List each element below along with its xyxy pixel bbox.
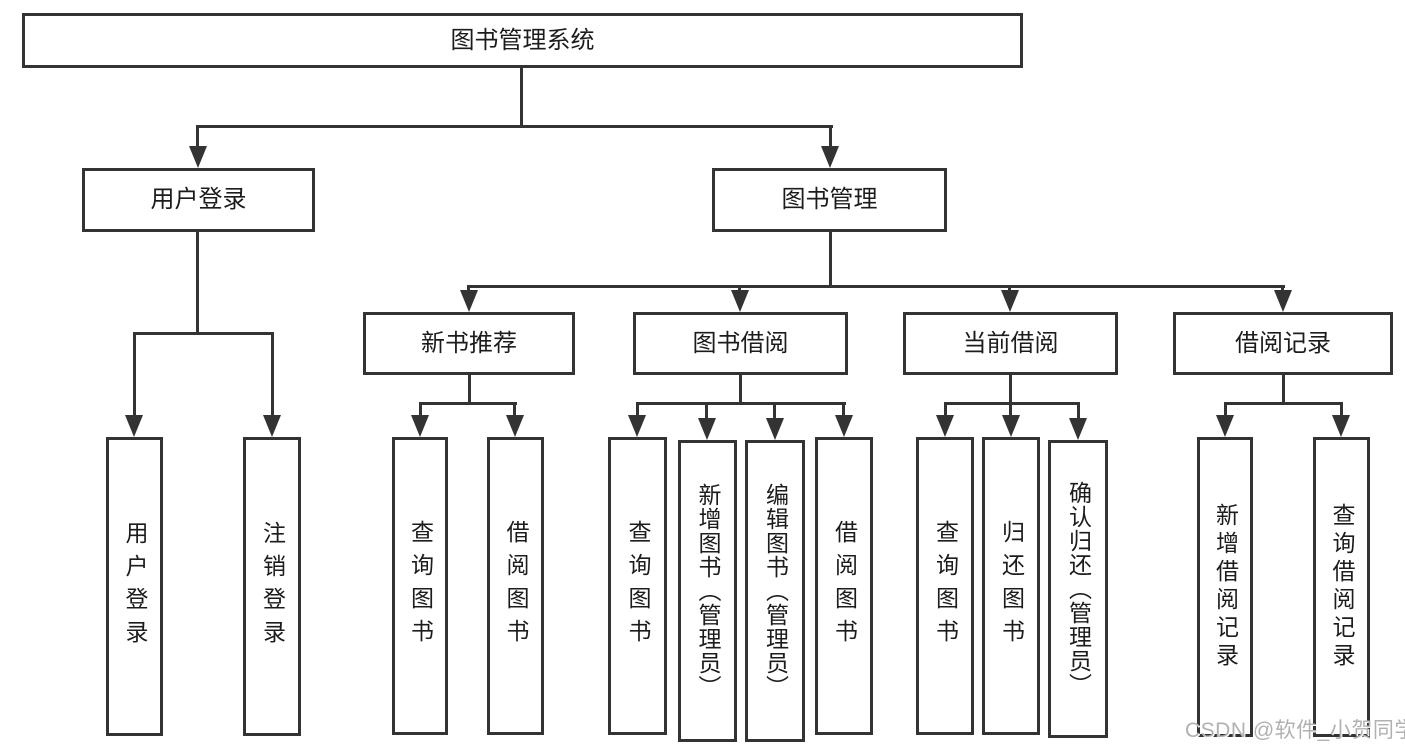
node-borrow-records: 借阅记录 — [1173, 312, 1393, 375]
connector-line — [842, 402, 845, 418]
node-leaf-query-book-1: 查询图书 — [392, 437, 448, 735]
arrowhead-down-icon — [125, 415, 143, 437]
arrowhead-down-icon — [1274, 290, 1292, 312]
node-leaf-add-record: 新增借阅记录 — [1197, 437, 1253, 737]
connector-line — [1224, 402, 1227, 418]
arrowhead-down-icon — [1069, 418, 1087, 440]
node-leaf-query-book-3: 查询图书 — [916, 437, 974, 735]
connector-line — [739, 375, 742, 405]
node-leaf-add-book: 新增图书（管理员） — [678, 440, 737, 742]
connector-line — [944, 402, 947, 418]
arrowhead-down-icon — [1001, 290, 1019, 312]
connector-line — [196, 125, 199, 150]
connector-line — [520, 68, 523, 127]
connector-line — [419, 402, 517, 405]
connector-line — [1077, 402, 1080, 420]
connector-line — [1009, 375, 1012, 405]
node-leaf-return-book: 归还图书 — [982, 437, 1040, 735]
connector-line — [829, 232, 832, 288]
arrowhead-down-icon — [189, 146, 207, 168]
connector-line — [513, 402, 516, 418]
connector-line — [468, 375, 471, 405]
arrowhead-down-icon — [1332, 415, 1350, 437]
node-leaf-user-login: 用户登录 — [106, 437, 163, 736]
node-leaf-borrow-book-2: 借阅图书 — [815, 437, 873, 735]
arrowhead-down-icon — [460, 290, 478, 312]
node-book-borrow: 图书借阅 — [633, 312, 848, 375]
connector-line — [196, 232, 199, 335]
connector-line — [419, 402, 422, 418]
connector-line — [271, 332, 274, 416]
arrowhead-down-icon — [506, 415, 524, 437]
connector-line — [1281, 285, 1284, 293]
connector-line — [133, 332, 136, 416]
arrowhead-down-icon — [731, 290, 749, 312]
arrowhead-down-icon — [766, 418, 784, 440]
connector-line — [738, 285, 741, 293]
arrowhead-down-icon — [936, 415, 954, 437]
node-leaf-borrow-book-1: 借阅图书 — [487, 437, 544, 735]
connector-line — [773, 402, 776, 420]
connector-line — [944, 402, 1080, 405]
connector-line — [467, 285, 470, 293]
arrowhead-down-icon — [1002, 415, 1020, 437]
connector-line — [1224, 402, 1342, 405]
node-leaf-query-book-2: 查询图书 — [608, 437, 667, 735]
arrowhead-down-icon — [263, 415, 281, 437]
node-root: 图书管理系统 — [22, 13, 1023, 68]
connector-line — [636, 402, 639, 418]
node-user-login: 用户登录 — [82, 168, 315, 232]
node-leaf-query-record: 查询借阅记录 — [1313, 437, 1370, 737]
connector-line — [196, 125, 833, 128]
connector-line — [1282, 375, 1285, 405]
connector-line — [829, 125, 832, 150]
connector-line — [705, 402, 708, 420]
node-leaf-edit-book: 编辑图书（管理员） — [745, 440, 805, 742]
connector-line — [133, 332, 274, 335]
arrowhead-down-icon — [821, 146, 839, 168]
arrowhead-down-icon — [1216, 415, 1234, 437]
connector-line — [467, 285, 1285, 288]
node-leaf-logout: 注销登录 — [243, 437, 301, 736]
node-book-mgmt: 图书管理 — [712, 168, 947, 232]
connector-line — [1009, 402, 1012, 418]
connector-line — [1340, 402, 1343, 418]
arrowhead-down-icon — [698, 418, 716, 440]
connector-line — [1008, 285, 1011, 293]
arrowhead-down-icon — [628, 415, 646, 437]
node-current-borrow: 当前借阅 — [903, 312, 1118, 375]
node-leaf-confirm-ret: 确认归还（管理员） — [1048, 440, 1108, 738]
arrowhead-down-icon — [411, 415, 429, 437]
arrowhead-down-icon — [835, 415, 853, 437]
connector-line — [636, 402, 846, 405]
node-new-book-rec: 新书推荐 — [363, 312, 575, 375]
